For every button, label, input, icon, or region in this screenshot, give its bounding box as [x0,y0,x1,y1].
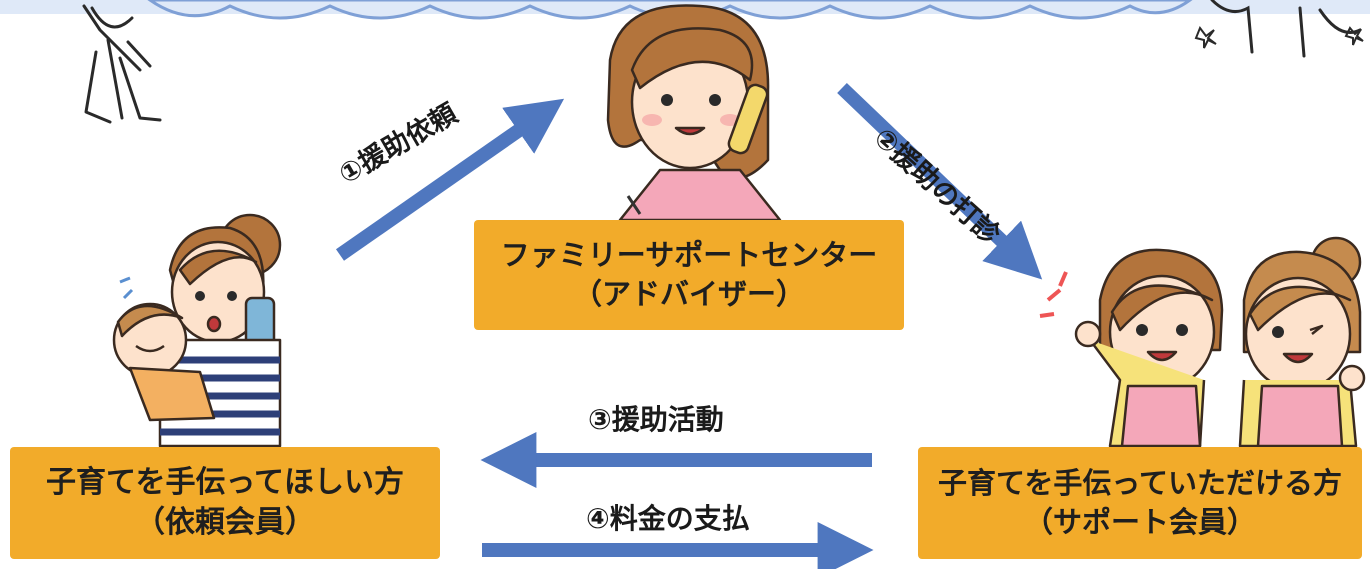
arrow-inquiry [837,82,1043,280]
supporters-illustration [1039,236,1366,448]
left-box-title: 子育てを手伝ってほしい方 [46,464,404,500]
center-box-title: ファミリーサポートセンター [500,237,878,272]
support-member-box: 子育てを手伝っていただける方 （サポート会員） [918,447,1362,559]
requesting-member-box: 子育てを手伝ってほしい方 （依頼会員） [10,447,440,559]
family-support-center-box: ファミリーサポートセンター （アドバイザー） [474,220,904,330]
arrow-request [335,98,565,261]
mother-baby-illustration [112,213,282,448]
top-left-character-illustration [82,4,162,124]
right-box-title: 子育てを手伝っていただける方 [938,465,1342,500]
left-box-subtitle: （依頼会員） [135,505,315,540]
advisor-illustration [606,4,782,222]
step-4-label: ④料金の支払 [586,502,750,535]
top-right-character-illustration [1194,0,1364,58]
center-box-subtitle: （アドバイザー） [572,277,805,311]
arrows [335,82,1043,569]
right-box-subtitle: （サポート会員） [1023,505,1256,539]
step-3-label: ③援助活動 [588,403,724,436]
